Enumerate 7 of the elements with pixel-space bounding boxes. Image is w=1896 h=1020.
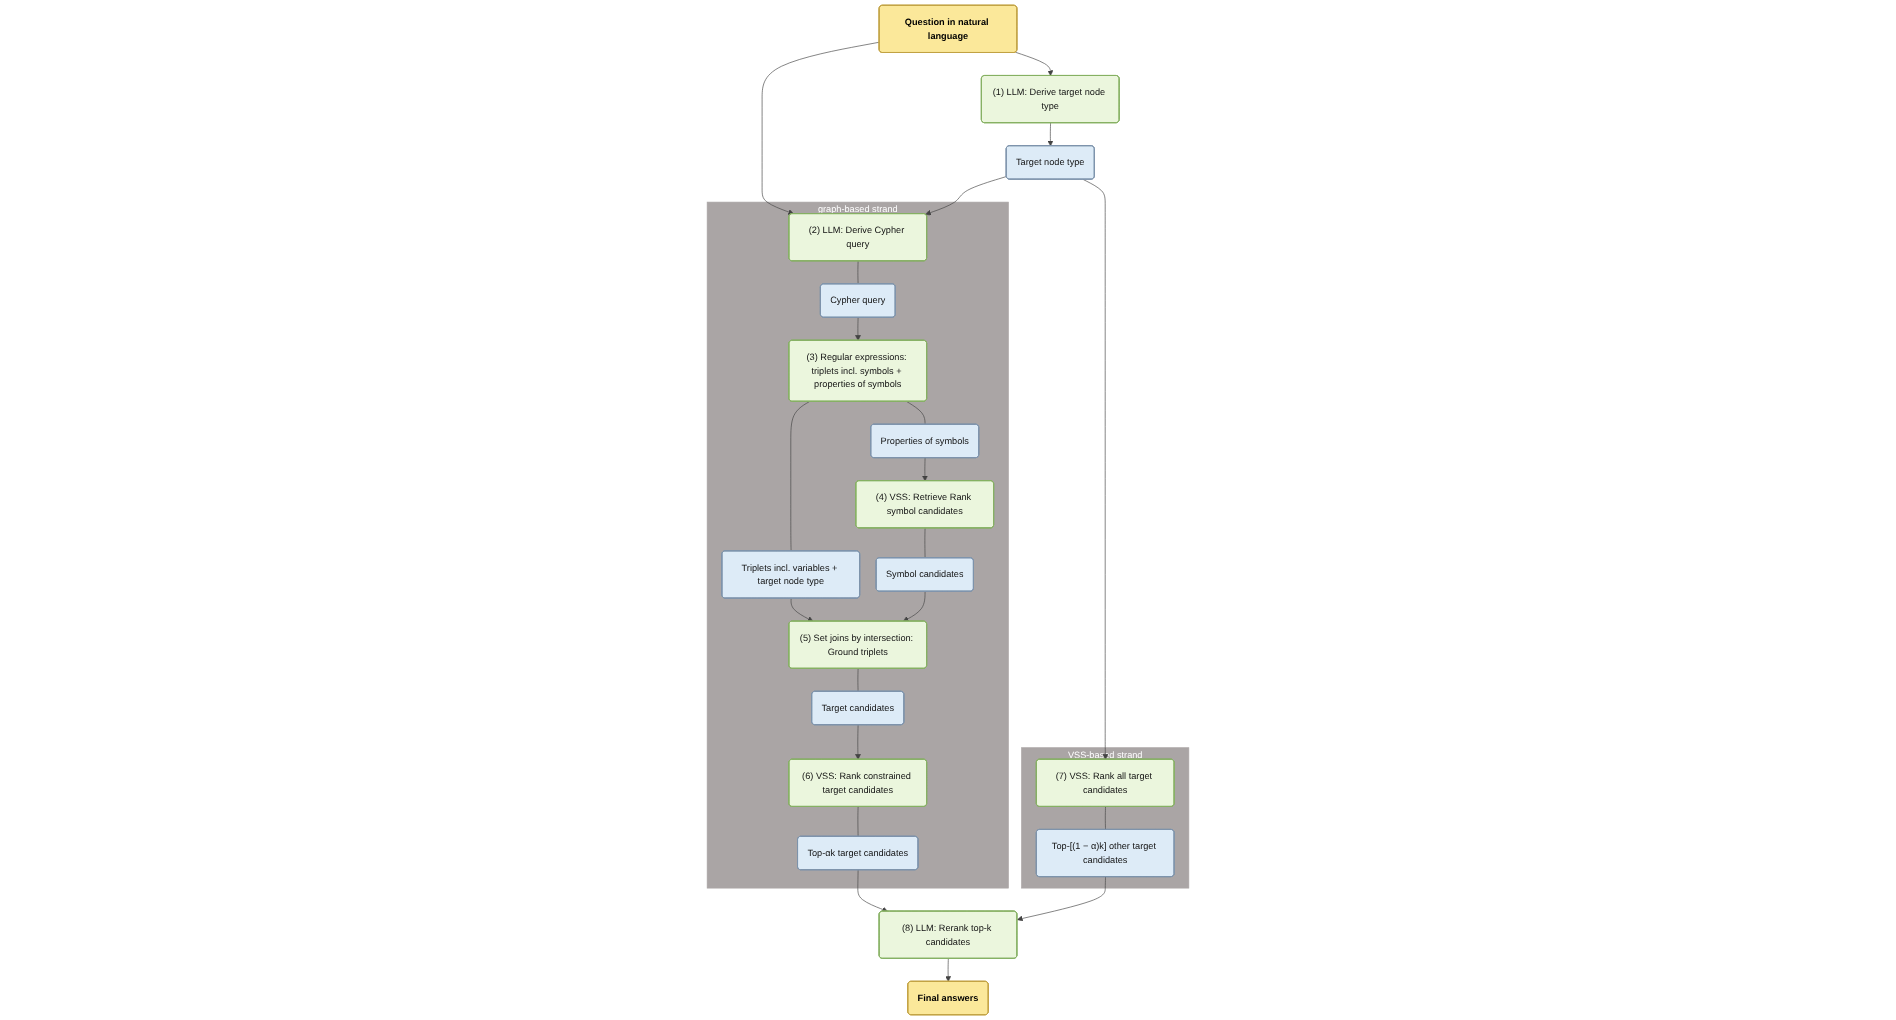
connector [906,401,926,425]
connector [1105,806,1106,831]
connector [924,527,926,559]
connector [857,260,859,285]
connector [857,806,859,837]
connector [790,401,810,552]
connector [857,668,859,692]
